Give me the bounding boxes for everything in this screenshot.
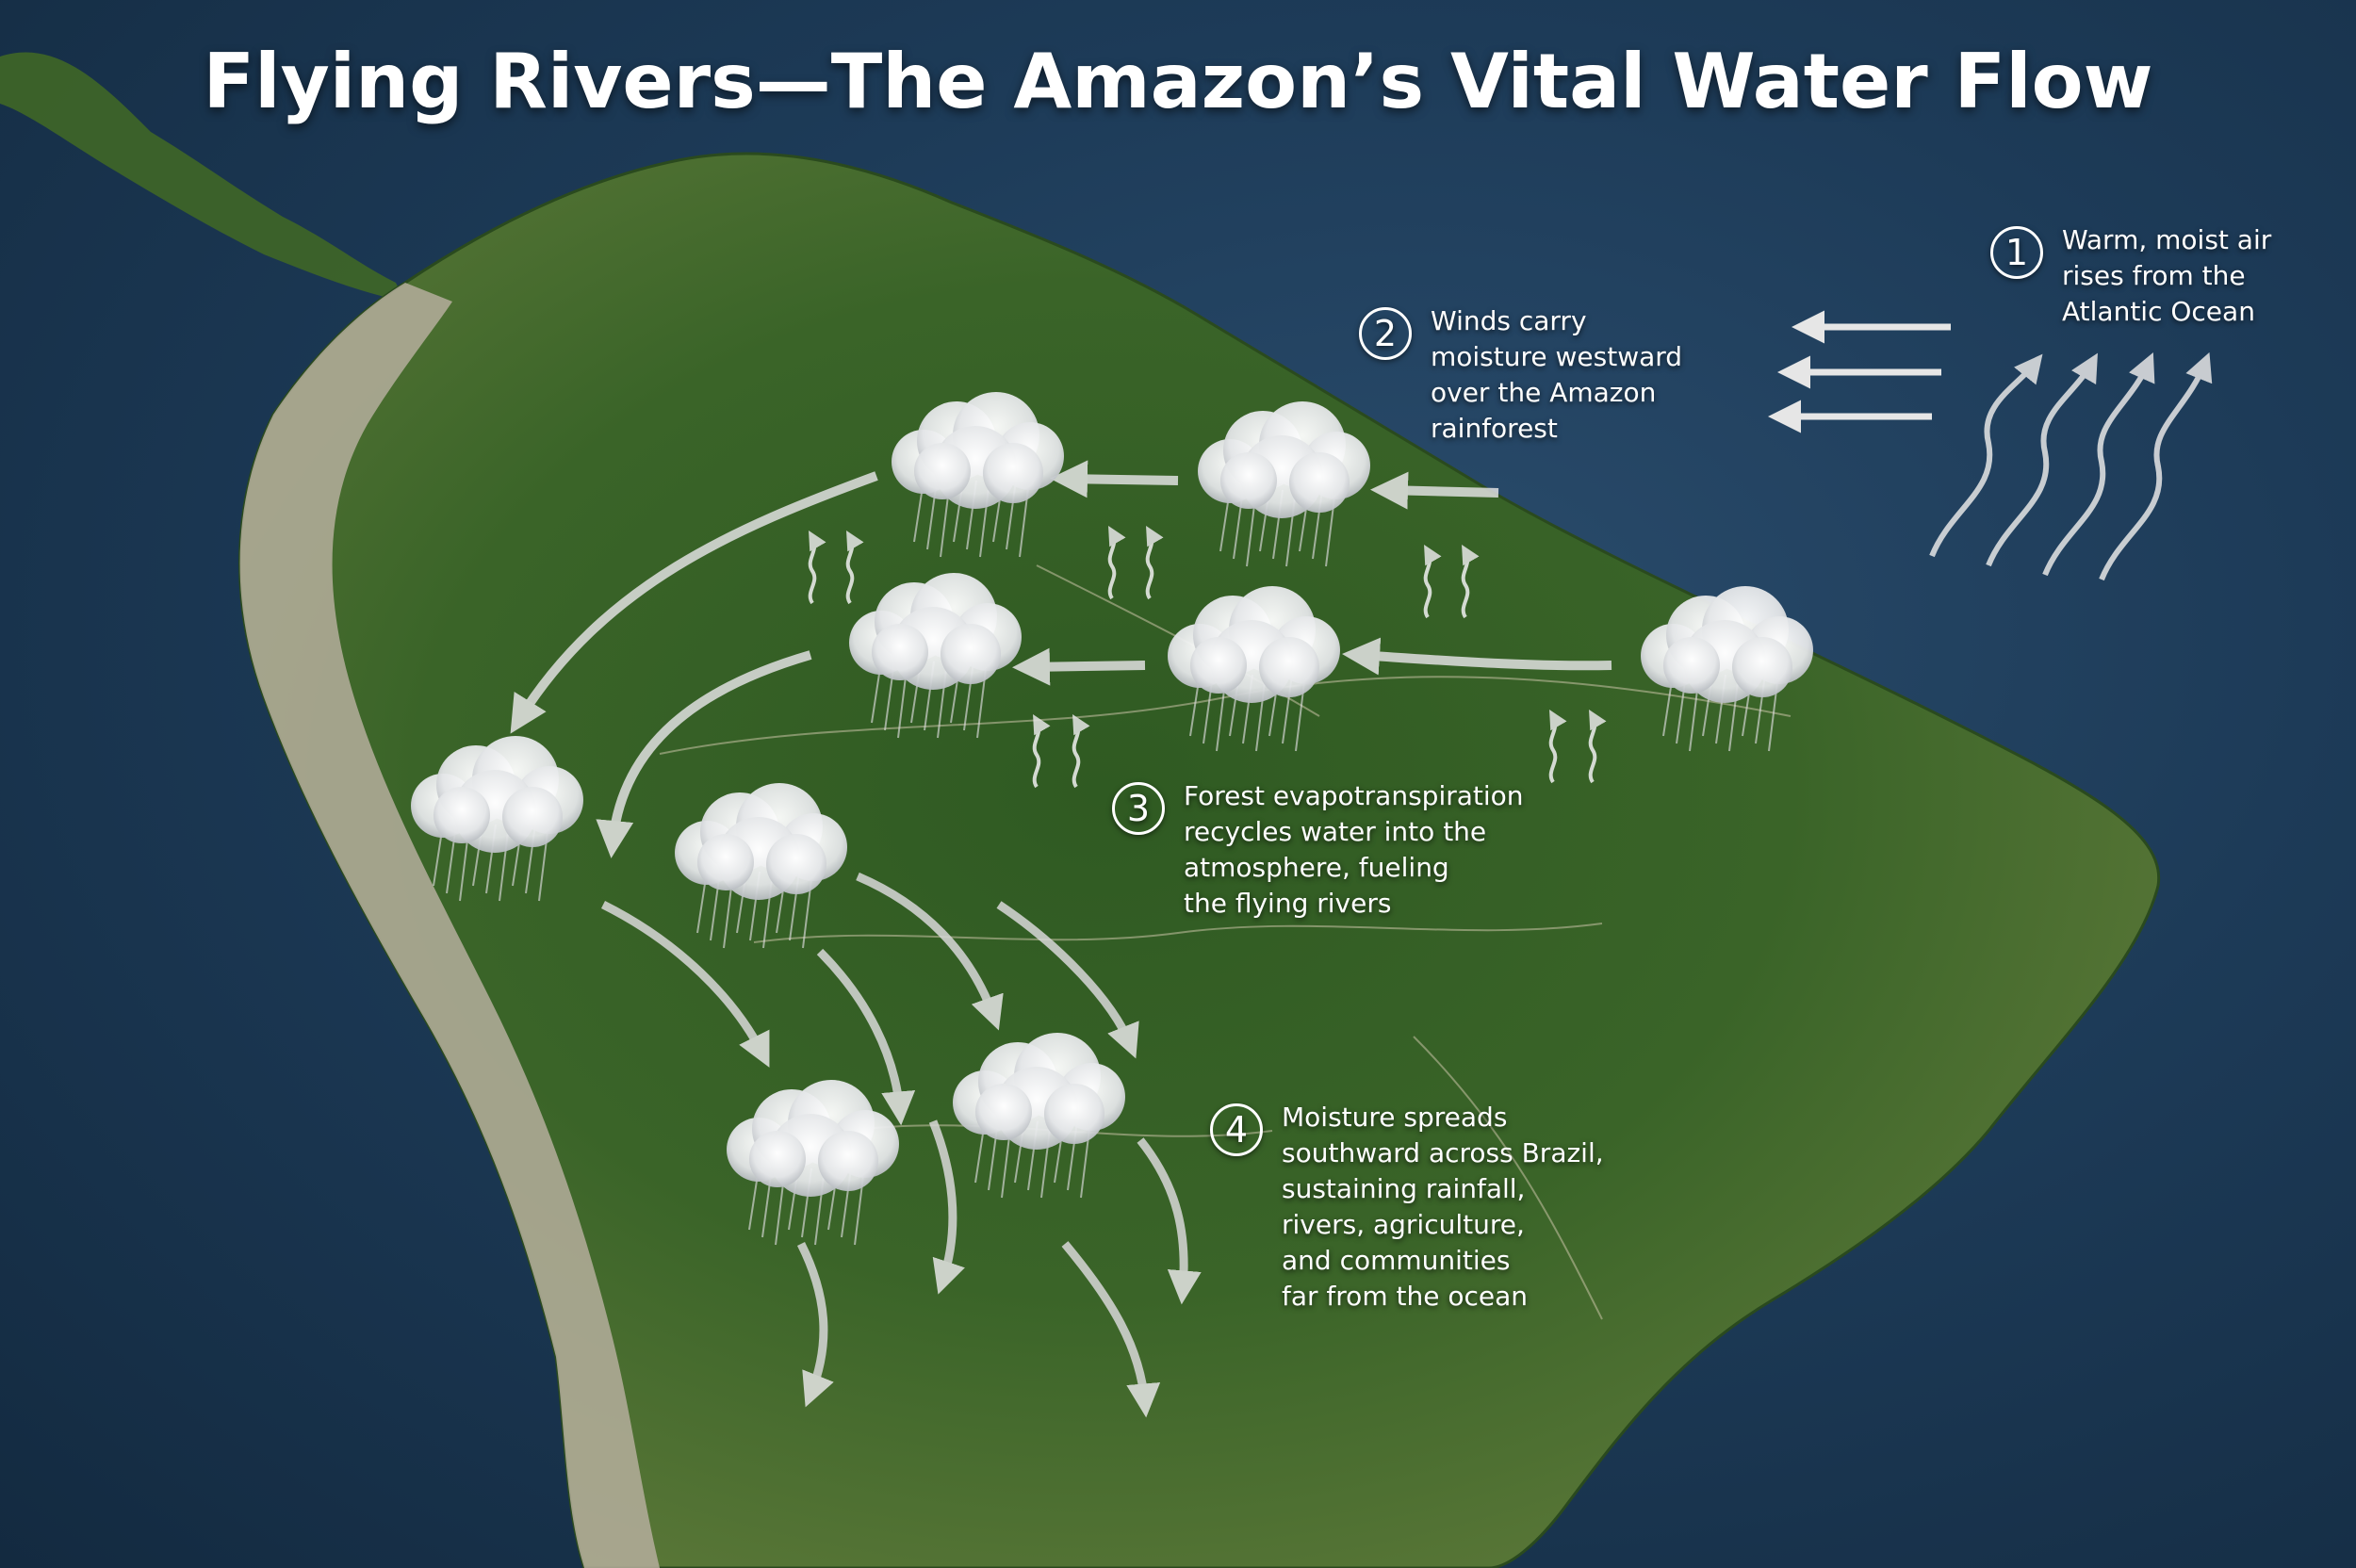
cloud-icon [953, 1033, 1125, 1199]
river-network [659, 564, 1792, 1320]
rising-air-arrows [1929, 351, 2213, 581]
central-america-landmass [0, 52, 405, 302]
cloud-icon [675, 783, 847, 949]
cloud-icon [1641, 586, 1813, 752]
cloud-icon [1198, 401, 1370, 567]
rain-clouds [411, 392, 1813, 1246]
step-3-text: Forest evapotranspiration recycles water… [1184, 780, 1524, 919]
step-2-callout: 2 Winds carry moisture westward over the… [1359, 303, 1682, 447]
vapor-icons [808, 526, 1607, 789]
step-1-callout: 1 Warm, moist air rises from the Atlanti… [1990, 222, 2271, 330]
diagram-title: Flying Rivers—The Amazon’s Vital Water F… [203, 38, 2153, 125]
southward-flow-arrows [600, 872, 1202, 1418]
cloud-icon [849, 573, 1022, 739]
step-2-text: Winds carry moisture westward over the A… [1431, 305, 1683, 444]
cloud-icon [727, 1080, 899, 1246]
step-4-callout: 4 Moisture spreads southward across Braz… [1210, 1100, 1604, 1315]
cloud-icon [1168, 586, 1340, 752]
cloud-icon [411, 736, 583, 902]
step-4-badge: 4 [1210, 1103, 1263, 1156]
step-2-badge: 2 [1359, 307, 1412, 360]
step-3-callout: 3 Forest evapotranspiration recycles wat… [1112, 778, 1524, 922]
step-3-badge: 3 [1112, 782, 1165, 835]
step-1-text: Warm, moist air rises from the Atlantic … [2062, 224, 2272, 327]
cloud-icon [892, 392, 1064, 558]
westward-flow-arrows [510, 460, 1612, 858]
step-1-badge: 1 [1990, 226, 2043, 279]
ocean-wind-arrows [1768, 310, 1951, 433]
step-4-text: Moisture spreads southward across Brazil… [1282, 1102, 1604, 1312]
andes-mountains [239, 283, 661, 1568]
